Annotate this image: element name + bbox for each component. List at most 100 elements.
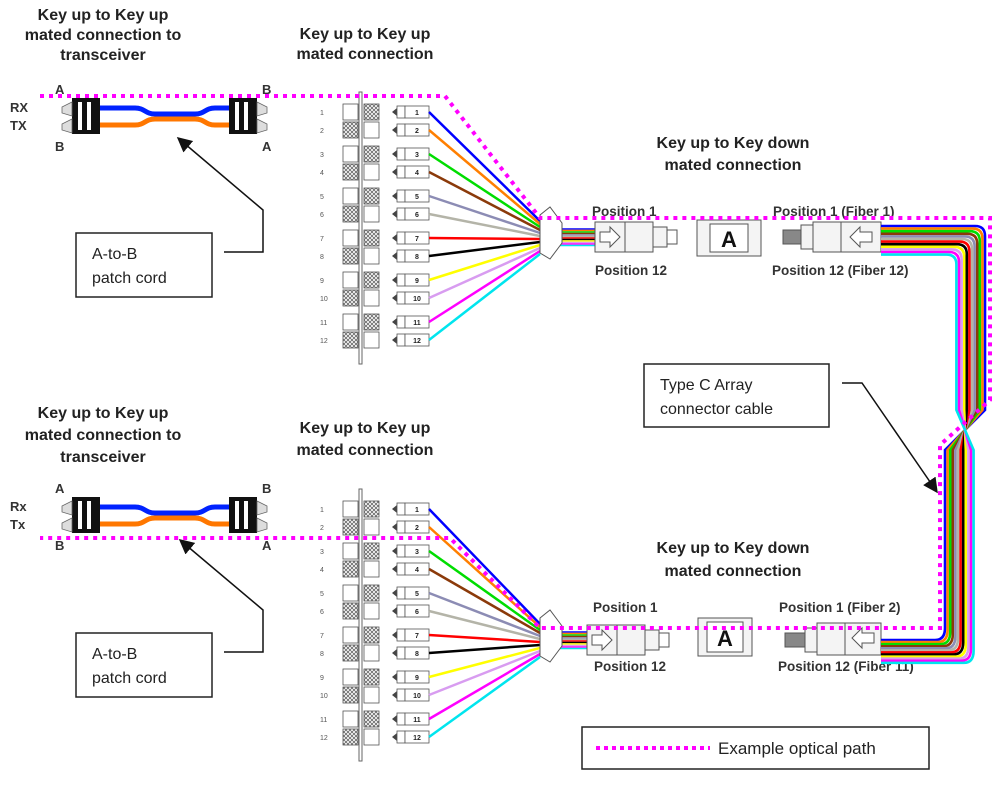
bottom-callout-line-2: patch cord: [92, 670, 167, 687]
top-tx-label: TX: [10, 118, 27, 133]
fiber-number: 5: [415, 194, 419, 201]
fanout-transition: [539, 609, 563, 663]
top-patch-cord-callout: A-to-B patch cord: [75, 137, 264, 298]
panel-port-number: 4: [320, 567, 324, 574]
bottom-left-duplex-connector: [72, 497, 100, 533]
fiber-number: 8: [415, 254, 419, 261]
bottom-transceiver-title-2: mated connection to: [25, 427, 182, 444]
adapter-port: [363, 103, 380, 121]
top-transceiver-title-1: Key up to Key up: [38, 7, 169, 24]
adapter-port: [363, 205, 380, 223]
fiber-strand: [428, 609, 541, 641]
adapter-port: [342, 710, 359, 728]
panel-port-number: 12: [320, 338, 328, 345]
adapter-port: [363, 710, 380, 728]
adapter-port: [342, 229, 359, 247]
lc-connector-icon: [392, 505, 397, 513]
adapter-port: [363, 560, 380, 578]
adapter-port: [363, 145, 380, 163]
bottom-transceiver-title-3: transceiver: [60, 449, 145, 466]
lc-connector-icon: [392, 210, 397, 218]
top-patch-cord: RX TX A B B A: [10, 82, 272, 154]
fiber-number: 9: [415, 278, 419, 285]
adapter-port: [342, 500, 359, 518]
top-right-end-a: A: [262, 139, 272, 154]
panel-port-number: 7: [320, 236, 324, 243]
adapter-port: [342, 145, 359, 163]
bottom-keydown-title-2: mated connection: [665, 563, 802, 580]
adapter-port: [342, 686, 359, 704]
adapter-port: [342, 331, 359, 349]
fiber-strand: [428, 243, 541, 282]
top-right-duplex-connector: [229, 98, 257, 134]
lc-connector-icon: [392, 150, 397, 158]
adapter-port: [363, 289, 380, 307]
top-right-position-12: Position 12 (Fiber 12): [772, 263, 909, 278]
fiber-strand: [428, 253, 541, 341]
panel-port-number: 1: [320, 110, 324, 117]
fiber-number: 3: [415, 152, 419, 159]
bottom-callout-line-1: A-to-B: [92, 646, 137, 663]
bottom-left-end-a: A: [55, 481, 65, 496]
adapter-port: [363, 584, 380, 602]
top-transceiver-title-3: transceiver: [60, 47, 145, 64]
array-callout-line-1: Type C Array: [660, 377, 752, 394]
adapter-port: [342, 644, 359, 662]
bottom-rx-label: Rx: [10, 499, 27, 514]
fiber-number: 7: [415, 633, 419, 640]
bottom-transceiver-title-1: Key up to Key up: [38, 405, 169, 422]
top-adapter: A: [696, 219, 762, 257]
panel-port-number: 2: [320, 525, 324, 532]
adapter-port: [342, 518, 359, 536]
trunk-fiber: [881, 253, 975, 665]
adapter-port: [342, 560, 359, 578]
adapter-port: [342, 728, 359, 746]
adapter-port: [342, 247, 359, 265]
panel-port-number: 4: [320, 170, 324, 177]
adapter-port: [342, 103, 359, 121]
panel-port-number: 9: [320, 675, 324, 682]
adapter-port: [363, 626, 380, 644]
adapter-port: [363, 313, 380, 331]
adapter-port: [342, 584, 359, 602]
lc-connector-icon: [392, 168, 397, 176]
fiber-strand: [428, 240, 541, 258]
adapter-port: [363, 247, 380, 265]
optical-path: [40, 94, 992, 630]
adapter-port: [363, 644, 380, 662]
top-mpo-left: [594, 221, 678, 253]
legend: Example optical path: [581, 726, 930, 770]
optical-path-line: [40, 94, 992, 630]
adapter-port: [363, 229, 380, 247]
panel-port-number: 5: [320, 194, 324, 201]
top-left-position-1: Position 1: [592, 204, 657, 219]
top-right-end-b: B: [262, 82, 271, 97]
bottom-right-end-a: A: [262, 538, 272, 553]
adapter-port: [342, 313, 359, 331]
fiber-number: 10: [413, 693, 421, 700]
adapter-port: [342, 289, 359, 307]
bottom-tx-label: Tx: [10, 517, 26, 532]
bottom-mpo-left: [586, 624, 670, 656]
bottom-keydown-title-1: Key up to Key down: [657, 540, 810, 557]
lc-connector-icon: [392, 691, 397, 699]
lc-connector-icon: [392, 733, 397, 741]
panel-port-number: 11: [320, 320, 327, 327]
top-left-end-b: B: [55, 139, 64, 154]
lc-connector-icon: [392, 126, 397, 134]
fiber-number: 4: [415, 567, 419, 574]
bottom-patch-cord: Rx Tx A B B A: [10, 481, 272, 553]
fiber-strand: [428, 246, 541, 300]
top-left-duplex-connector: [72, 98, 100, 134]
array-cable-callout: Type C Array connector cable: [643, 363, 938, 494]
adapter-port: [363, 121, 380, 139]
fiber-strand: [428, 655, 541, 739]
bottom-fanout: [428, 508, 587, 739]
panel-port-number: 7: [320, 633, 324, 640]
type-c-array-cable: [881, 224, 987, 665]
adapter-port: [342, 121, 359, 139]
adapter-port: [342, 602, 359, 620]
fiber-strand: [428, 129, 541, 225]
fiber-number: 6: [415, 212, 419, 219]
lc-connector-icon: [392, 252, 397, 260]
